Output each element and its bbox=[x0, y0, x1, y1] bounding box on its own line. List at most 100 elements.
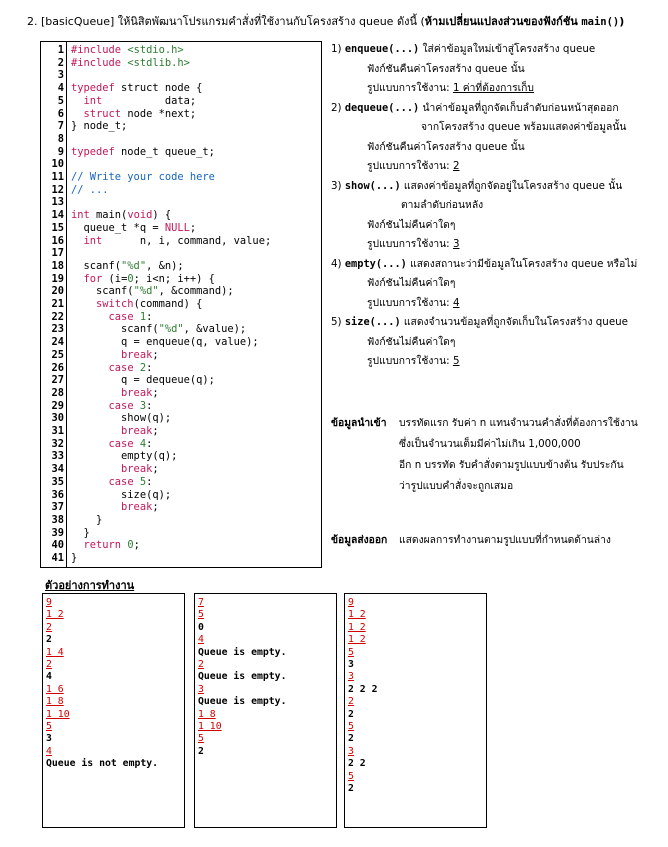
problem-title: 2. [basicQueue] ให้นิสิตพัฒนาโปรแกรมคำสั… bbox=[27, 12, 624, 30]
function-descriptions: 1) enqueue(...) ใส่ค่าข้อมูลใหม่เข้าสู่โ… bbox=[331, 40, 663, 372]
code-text: case 1: bbox=[108, 310, 153, 323]
title-bold: ห้ามเปลี่ยนแปลงส่วนของฟังก์ชัน bbox=[424, 15, 578, 28]
example-input-line: 5 bbox=[348, 770, 354, 782]
example-input-line: 5 bbox=[198, 733, 204, 745]
code-text: } bbox=[71, 552, 78, 564]
code-text: case 2: bbox=[108, 361, 153, 374]
output-label: ข้อมูลส่งออก bbox=[331, 534, 388, 546]
line-number: 12 bbox=[51, 183, 64, 196]
code-text: return 0; bbox=[83, 539, 140, 552]
example-output-line: 2 bbox=[198, 745, 204, 757]
line-number: 7 bbox=[57, 120, 64, 133]
examples-title: ตัวอย่างการทำงาน bbox=[45, 579, 135, 592]
example-output-line: 2 bbox=[348, 733, 354, 745]
code-listing: 1#include <stdio.h>2#include <stdlib.h>3… bbox=[40, 41, 322, 568]
example-input-line: 1 2 bbox=[348, 634, 366, 646]
line-number: 40 bbox=[51, 539, 64, 552]
description-line: ตามลำดับก่อนหลัง bbox=[401, 199, 484, 211]
line-number: 2 bbox=[57, 56, 64, 69]
description-line: ฟังก์ชันไม่คืนค่าใดๆ bbox=[367, 218, 456, 231]
example-output-line: 2 2 bbox=[348, 758, 366, 770]
line-number: 30 bbox=[51, 412, 64, 425]
code-text: struct node *next; bbox=[83, 107, 197, 120]
input-line: ซึ่งเป็นจำนวนเต็มมีค่าไม่เกิน 1,000,000 bbox=[399, 438, 581, 450]
example-input-line: 1 10 bbox=[198, 721, 222, 732]
code-text: #include <stdio.h> bbox=[71, 44, 184, 56]
line-number: 5 bbox=[57, 94, 64, 107]
output-spec: ข้อมูลส่งออก แสดงผลการทำงานตามรูปแบบที่ก… bbox=[331, 531, 667, 551]
example-input-line: 1 6 bbox=[46, 683, 64, 695]
code-text: switch(command) { bbox=[96, 298, 203, 310]
line-number: 4 bbox=[57, 82, 64, 95]
description-line: ฟังก์ชันคืนค่าโครงสร้าง queue นั้น bbox=[367, 140, 525, 153]
description-line: 2) dequeue(...) นำค่าข้อมูลที่ถูกจัดเก็บ… bbox=[331, 101, 619, 114]
line-number: 16 bbox=[51, 234, 64, 247]
example-output-line: 2 2 2 bbox=[348, 683, 378, 695]
example-input-line: 9 bbox=[46, 597, 52, 608]
example-input-line: 5 bbox=[46, 721, 52, 732]
code-text: } bbox=[71, 526, 90, 539]
description-line: รูปแบบการใช้งาน: 4 bbox=[367, 296, 460, 309]
code-text: // ... bbox=[71, 183, 109, 196]
code-text: } node_t; bbox=[71, 120, 128, 133]
description-line: จากโครงสร้าง queue พร้อมแสดงค่าข้อมูลนั้… bbox=[421, 121, 627, 133]
example-input-line: 9 bbox=[348, 597, 354, 608]
example-output-line: Queue is empty. bbox=[198, 671, 287, 683]
code-text: } bbox=[71, 513, 103, 526]
code-text: case 5: bbox=[108, 475, 153, 488]
line-number: 23 bbox=[51, 323, 64, 336]
line-number: 27 bbox=[51, 374, 64, 387]
line-number: 11 bbox=[51, 171, 64, 183]
code-text: int main(void) { bbox=[71, 209, 172, 222]
line-number: 14 bbox=[51, 209, 64, 222]
example-input-line: 3 bbox=[348, 671, 354, 683]
example-input-line: 1 2 bbox=[348, 609, 366, 621]
example-input-line: 1 2 bbox=[348, 621, 366, 633]
line-number: 13 bbox=[51, 196, 64, 209]
line-number: 17 bbox=[51, 247, 64, 260]
code-text: scanf("%d", &command); bbox=[71, 285, 234, 298]
code-text: typedef node_t queue_t; bbox=[71, 145, 215, 158]
code-text: break; bbox=[121, 425, 159, 437]
example-input-line: 3 bbox=[348, 745, 354, 757]
line-number: 35 bbox=[51, 475, 64, 488]
line-number: 39 bbox=[51, 526, 64, 539]
line-number: 9 bbox=[57, 145, 64, 158]
example-output-line: 2 bbox=[348, 708, 354, 720]
line-number: 8 bbox=[57, 132, 64, 145]
output-text: แสดงผลการทำงานตามรูปแบบที่กำหนดด้านล่าง bbox=[399, 534, 611, 546]
example-output-line: 2 bbox=[46, 634, 52, 646]
example-input-line: 4 bbox=[198, 634, 204, 646]
example-input-line: 1 4 bbox=[46, 646, 64, 658]
code-text: scanf("%d", &n); bbox=[71, 259, 184, 272]
example-input-line: 4 bbox=[46, 745, 52, 757]
code-text: scanf("%d", &value); bbox=[71, 323, 247, 336]
example-input-line: 1 10 bbox=[46, 708, 70, 720]
line-number: 28 bbox=[51, 386, 64, 399]
example-output-line: 4 bbox=[46, 671, 52, 683]
description-line: ฟังก์ชันไม่คืนค่าใดๆ bbox=[367, 335, 456, 348]
code-text: for (i=0; i<n; i++) { bbox=[83, 272, 215, 285]
example-output-line: 3 bbox=[46, 733, 52, 745]
line-number: 1 bbox=[57, 44, 64, 56]
line-number: 22 bbox=[51, 310, 64, 323]
example-output-line: 0 bbox=[198, 621, 204, 633]
example-input-line: 1 2 bbox=[46, 609, 64, 621]
line-number-gutter bbox=[41, 42, 67, 567]
input-line: อีก n บรรทัด รับคำสั่งตามรูปแบบข้างต้น ร… bbox=[399, 459, 624, 471]
line-number: 3 bbox=[57, 69, 64, 82]
example-input-line: 5 bbox=[198, 609, 204, 621]
line-number: 33 bbox=[51, 450, 64, 463]
code-text: case 4: bbox=[108, 437, 153, 450]
code-text: queue_t *q = NULL; bbox=[71, 221, 197, 234]
example-input-line: 1 8 bbox=[198, 708, 216, 720]
example-input-line: 2 bbox=[348, 696, 354, 708]
description-line: รูปแบบการใช้งาน: 5 bbox=[367, 355, 460, 367]
code-text: break; bbox=[121, 463, 159, 476]
code-text: size(q); bbox=[71, 488, 172, 501]
input-line: ว่ารูปแบบคำสั่งจะถูกเสมอ bbox=[399, 480, 514, 492]
code-text: // Write your code here bbox=[71, 171, 215, 183]
example-output-line: Queue is not empty. bbox=[46, 758, 159, 770]
line-number: 20 bbox=[51, 285, 64, 298]
description-line: 5) size(...) แสดงจำนวนข้อมูลที่ถูกจัดเก็… bbox=[331, 316, 629, 328]
